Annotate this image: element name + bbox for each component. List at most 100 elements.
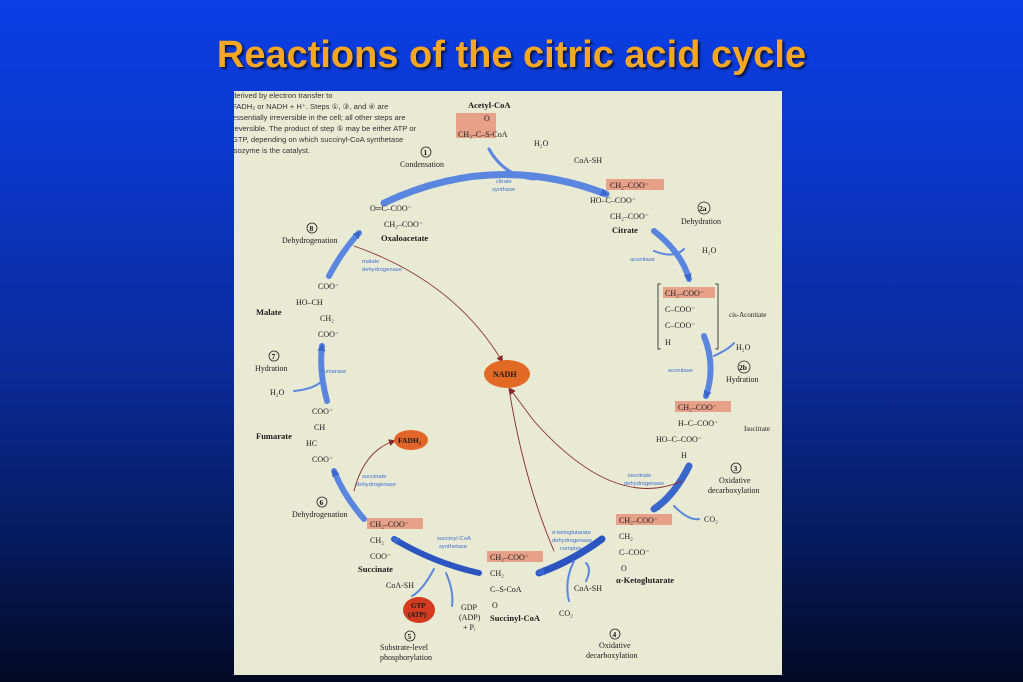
step-6: 6 Dehydrogenation succinate dehydrogenas… [292, 474, 396, 519]
oxaloacetate: O═C–COO⁻ CH₂–COO⁻ Oxaloacetate [370, 204, 428, 243]
arrow-coash-4-in [585, 562, 590, 582]
aconitate-bracket-left [657, 283, 661, 350]
step-5-enzyme-1: synthetase [439, 544, 467, 550]
isocitrate: CH₂–COO⁻ H–C–COO⁻ HO–C–COO⁻ H Isocitrate [656, 401, 770, 460]
gtp-shape [403, 597, 435, 623]
cis-aconitate: CH₂–COO⁻ C–COO⁻ C–COO⁻ H cis-Aconitate [657, 283, 766, 350]
step-7-enzyme: fumarase [322, 369, 346, 375]
step-7: 7 Hydration fumarase H₂O [255, 350, 346, 397]
step-6-enzyme-1: dehydrogenase [356, 482, 396, 488]
step-8-enzyme-0: malate [362, 259, 379, 265]
succinylcoa-formula-1: CH₂ [490, 569, 504, 578]
citrate-formula-0: CH₂–COO⁻ [610, 181, 649, 190]
aconitate-name: cis-Aconitate [729, 311, 766, 319]
step-7-label: Hydration [255, 364, 287, 373]
step-1: 1 Condensation citrate synthase [400, 146, 515, 193]
step-1-num: 1 [424, 148, 428, 157]
citrate-formula-2: CH₂–COO⁻ [610, 212, 649, 221]
arrow-step-1 [380, 171, 610, 207]
step-2a-enzyme: aconitase [630, 257, 655, 263]
step-5-num: 5 [408, 632, 412, 641]
step-4-circle [609, 628, 621, 640]
figure-caption: derived by electron transfer to FADH₂ or… [234, 91, 417, 155]
alpha-ketoglutarate: CH₂–COO⁻ CH₂ C–COO⁻ O α-Ketoglutarate [616, 514, 674, 585]
arrow-gdp-in [445, 572, 454, 607]
aconitate-highlight [663, 287, 715, 298]
step-4-label-1: decarboxylation [586, 651, 638, 660]
step-8: 8 Dehydrogenation malate dehydrogenase [282, 222, 402, 273]
oxaloacetate-formula-1: CH₂–COO⁻ [384, 220, 423, 229]
arrow-step-3 [650, 462, 693, 513]
coash-step1: CoA-SH [574, 156, 602, 165]
fadh2-label: FADH₂ [398, 436, 422, 445]
step-2b-circle [737, 360, 751, 374]
ketoglutarate-name: α-Ketoglutarate [616, 575, 674, 585]
step-6-label: Dehydrogenation [292, 510, 348, 519]
gtp-label-1: (ATP) [408, 611, 427, 619]
gdp-0: GDP [461, 603, 478, 612]
step-6-num: 6 [320, 498, 324, 507]
arrow-step-5 [391, 536, 482, 576]
slide-title: Reactions of the citric acid cycle [216, 34, 807, 76]
step-1-label: Condensation [400, 160, 444, 169]
isocitrate-formula-0: CH₂–COO⁻ [678, 403, 717, 412]
step-1-enzyme-0: citrate [496, 179, 512, 185]
arrow-step-6 [331, 468, 367, 522]
caption-line-0: derived by electron transfer to [234, 91, 332, 100]
co2-step4: CO₂ [559, 609, 573, 618]
isocitrate-formula-2: HO–C–COO⁻ [656, 435, 702, 444]
malate-formula-2: CH₂ [320, 314, 334, 323]
caption-line-4: GTP, depending on which succinyl-CoA syn… [234, 135, 403, 144]
step-3-enzyme-1: dehydrogenase [624, 481, 664, 487]
malate-formula-1: HO–CH [296, 298, 323, 307]
fumarate-formula-3: COO⁻ [312, 455, 333, 464]
ketoglutarate-highlight [616, 514, 672, 525]
isocitrate-name: Isocitrate [744, 425, 770, 433]
citrate: CH₂–COO⁻ HO–C–COO⁻ CH₂–COO⁻ Citrate [590, 179, 664, 235]
citrate-name: Citrate [612, 225, 638, 235]
step-3-enzyme-0: isocitrate [628, 473, 651, 479]
arrow-step-7 [317, 343, 330, 404]
nadh-oval: NADH [484, 360, 530, 388]
malate-formula-0: COO⁻ [318, 282, 339, 291]
step-5-label-0: Substrate-level [380, 643, 429, 652]
fumarate-formula-0: COO⁻ [312, 407, 333, 416]
succinyl-coa: CH₂–COO⁻ CH₂ C–S-CoA O Succinyl-CoA [487, 551, 543, 623]
succinylcoa-formula-0: CH₂–COO⁻ [490, 553, 529, 562]
arrow-nadh-from-ketoglutarate [508, 388, 555, 552]
isocitrate-highlight [675, 401, 731, 412]
h2o-step1: H₂O [534, 139, 549, 148]
step-7-circle [268, 350, 280, 362]
step-4-label-0: Oxidative [599, 641, 631, 650]
arrow-step-8 [326, 230, 362, 279]
gtp-oval: GTP (ATP) [403, 597, 435, 623]
aconitate-bracket-right [715, 283, 719, 350]
malate-name: Malate [256, 307, 282, 317]
succinylcoa-formula-3: O [492, 601, 498, 610]
acetyl-coa-name: Acetyl-CoA [468, 100, 511, 110]
step-5-circle [404, 630, 416, 642]
arrow-h2o-2a-out [653, 248, 685, 256]
step-2a: 2a Dehydration aconitase H₂O [630, 201, 721, 263]
step-4: α-ketoglutarate dehydrogenase complex Co… [552, 530, 638, 660]
acetyl-formula-1: CH₃–C–S-CoA [458, 130, 508, 139]
succinate-highlight [367, 518, 423, 529]
isocitrate-formula-1: H–C–COO⁻ [678, 419, 718, 428]
step-6-enzyme-0: succinate [362, 474, 387, 480]
arrow-nadh-from-isocitrate [508, 387, 683, 489]
ketoglutarate-formula-3: O [621, 564, 627, 573]
coash-step4: CoA-SH [574, 584, 602, 593]
step-4-enzyme-2: complex [560, 546, 582, 552]
step-8-enzyme-1: dehydrogenase [362, 267, 402, 273]
fumarate-formula-2: HC [306, 439, 317, 448]
arrow-coash-5-out [411, 568, 435, 597]
cycle-diagram: derived by electron transfer to FADH₂ or… [234, 91, 770, 662]
co2-step3: CO₂ [704, 515, 718, 524]
ketoglutarate-formula-0: CH₂–COO⁻ [619, 516, 658, 525]
fumarate-name: Fumarate [256, 431, 292, 441]
succinylcoa-highlight [487, 551, 543, 562]
gtp-label-0: GTP [411, 602, 426, 610]
cycle-arrows [293, 147, 735, 607]
step-3-circle [730, 462, 742, 474]
arrow-step-2b [701, 333, 714, 399]
